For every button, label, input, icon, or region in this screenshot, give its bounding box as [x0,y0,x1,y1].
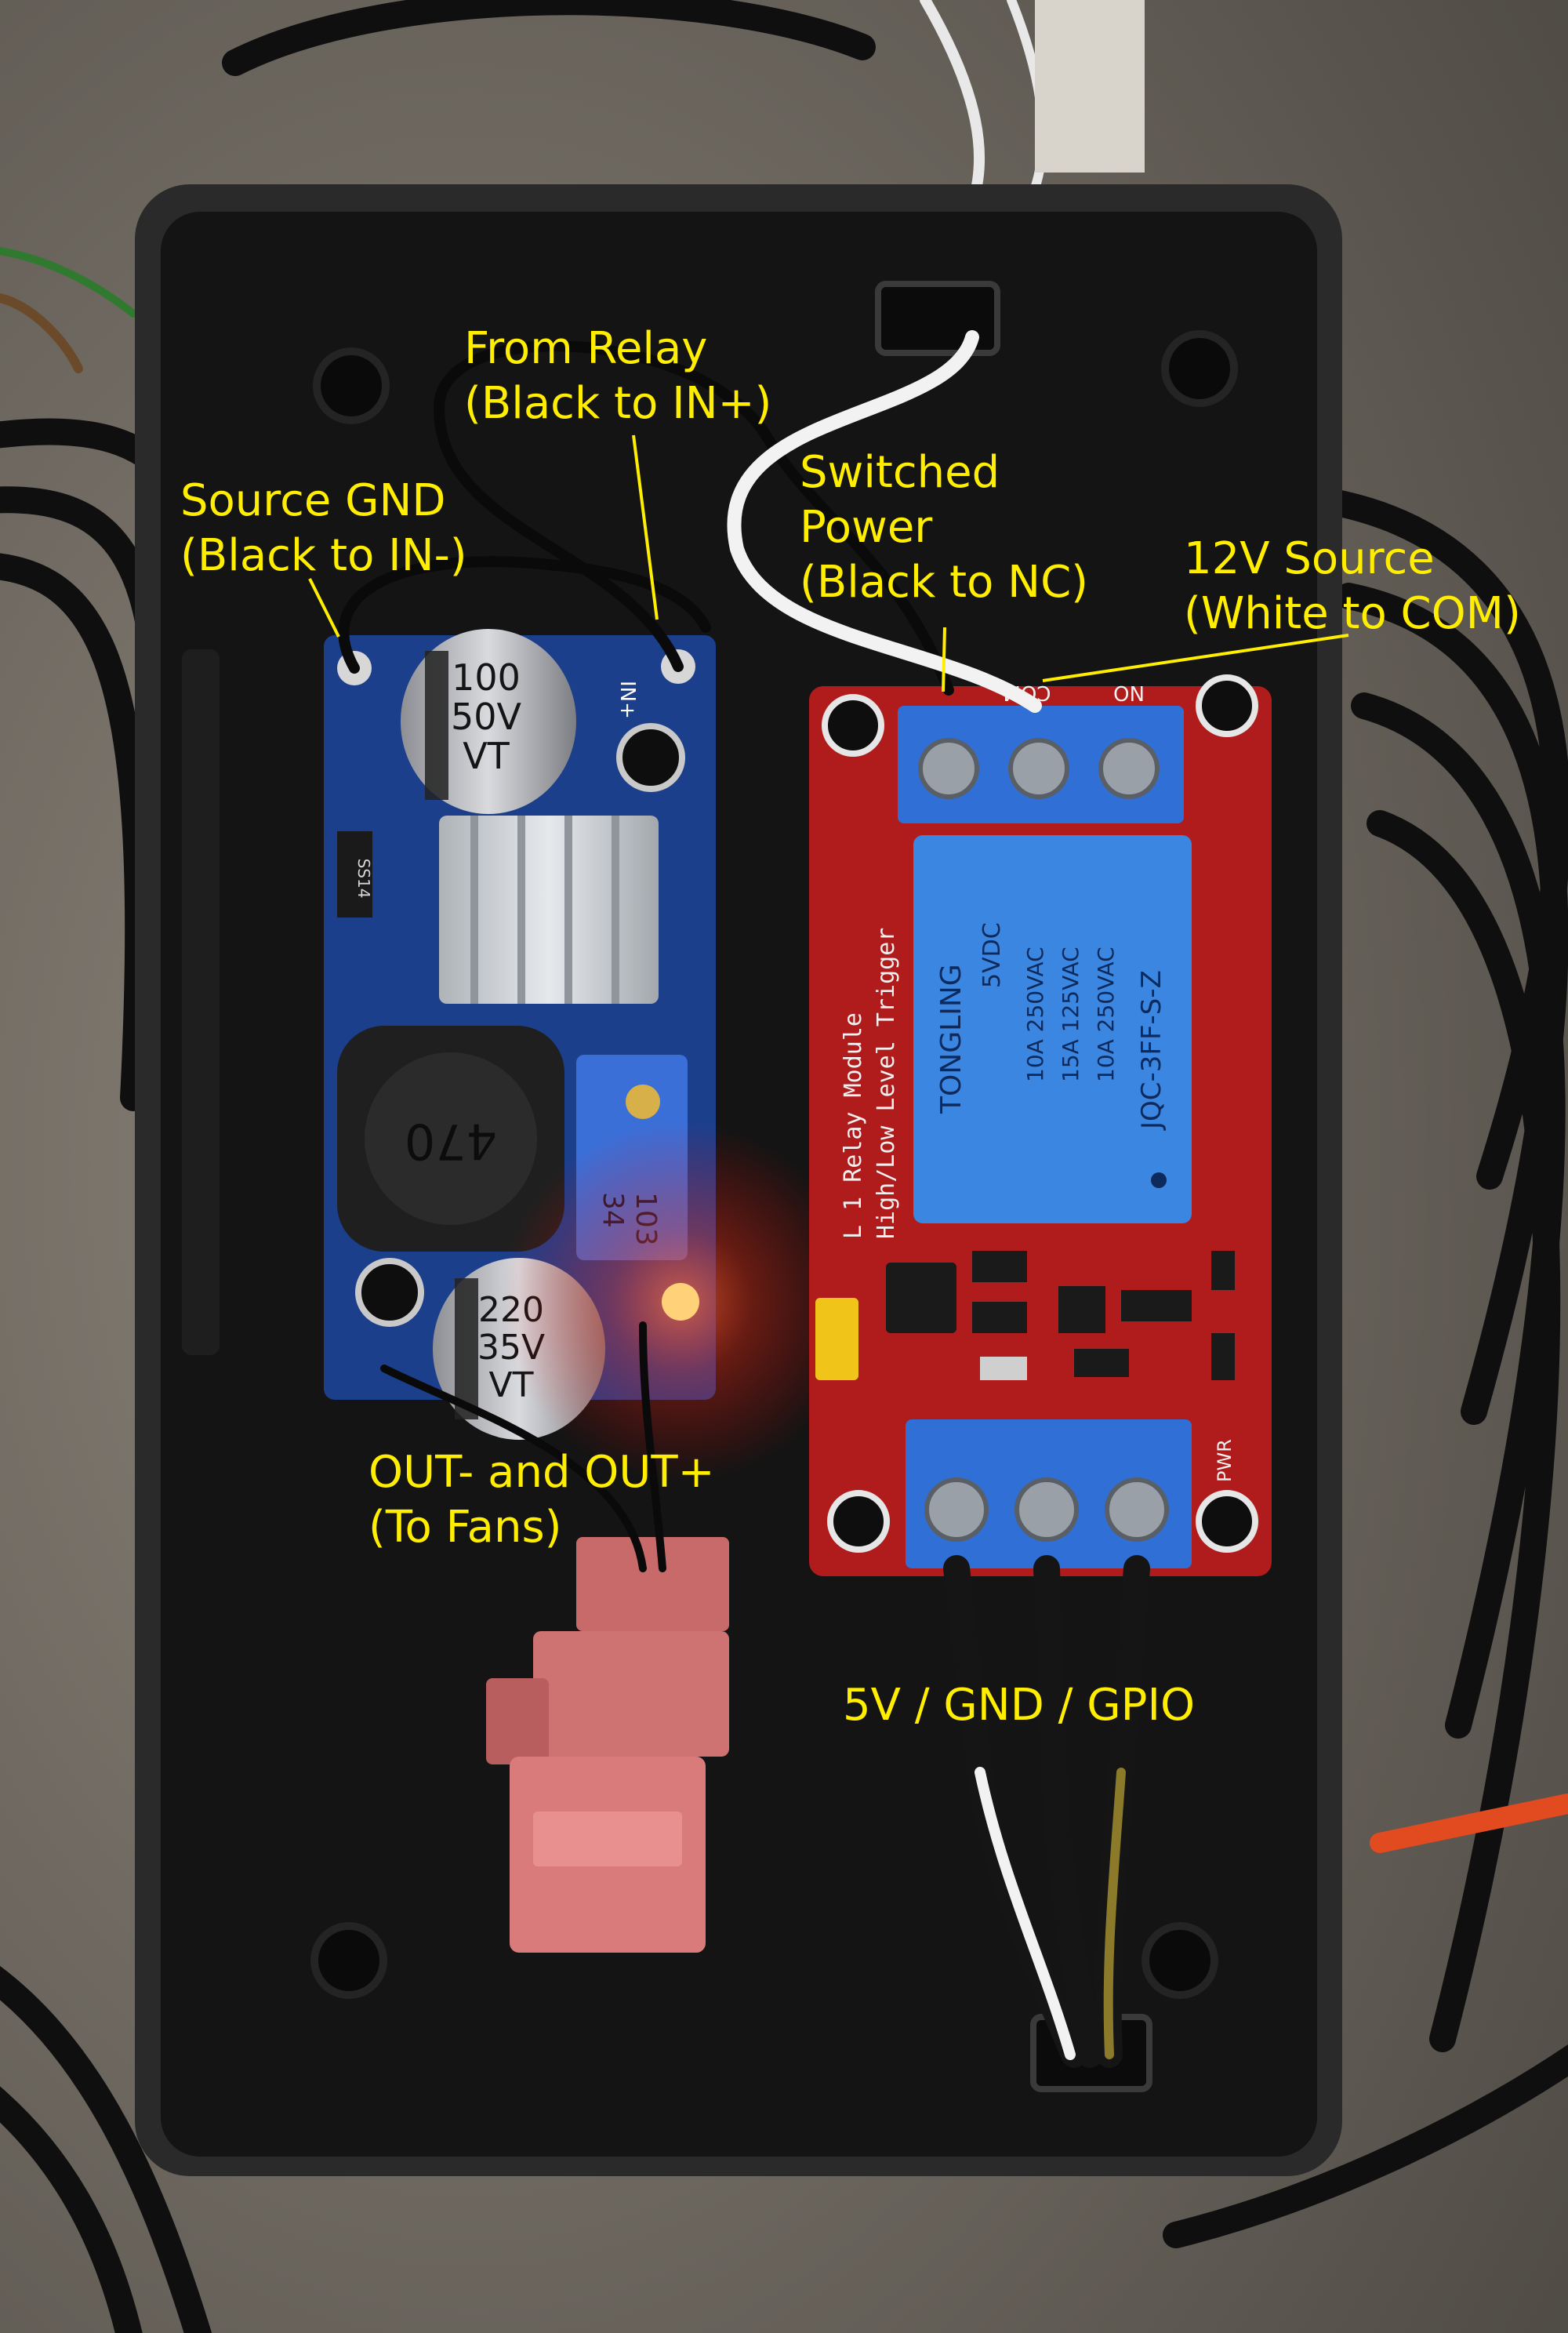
wire-fan-1 [380,1365,647,1572]
relay-brand: TONGLING [935,964,967,1114]
wire-control-gnd [1033,1555,1103,2068]
converter-mount-hole-top [616,723,685,792]
pwr-label: PWR [1214,1439,1236,1482]
wire-source-gnd [338,556,711,674]
inductor: 470 [337,1026,564,1252]
converter-mount-hole-bottom [355,1258,424,1327]
relay-mount-hole-bl [827,1490,890,1553]
svg-text:470: 470 [405,1113,497,1170]
converter-in-plus-label: IN+ [615,681,639,719]
relay-small-components [886,1251,1235,1380]
svg-text:SS14: SS14 [354,859,373,899]
enclosure-screw-posts [310,330,1238,1999]
module-title-line-1: L 1 Relay Module [840,1012,867,1239]
input-capacitor: 100 50V VT [401,629,576,814]
relay-mount-hole-tl [822,694,884,757]
converter-led [662,1283,699,1321]
top-cable-gland [875,281,1000,356]
relay-rating-1: 10A 250VAC [1022,947,1048,1082]
relay-model: JQC-3FF-S-Z [1136,970,1167,1131]
leader-lines [308,434,1349,692]
annotation-control-pins: 5V / GND / GPIO [843,1680,1196,1731]
relay-voltage: 5VDC [978,922,1006,988]
terminal-no-label: NO [1113,681,1145,704]
annotation-out-to-fans: OUT- and OUT+ (To Fans) [368,1447,715,1553]
diode: SS14 [337,831,373,918]
relay-body: TONGLING 5VDC 10A 250VAC 15A 125VAC 10A … [913,835,1192,1223]
annotation-switched-power: Switched Power (Black to NC) [800,447,1089,608]
relay-jumper [815,1298,858,1380]
annotation-source-gnd: Source GND (Black to IN-) [180,475,467,581]
buck-converter-board: IN+ 100 50V VT SS14 470 [324,629,861,1482]
wire-fan-2 [639,1321,666,1572]
relay-mount-hole-br [1196,1490,1258,1553]
svg-text:VT: VT [463,735,510,777]
annotation-from-relay: From Relay (Black to IN+) [464,323,772,429]
relay-mount-hole-tr [1196,674,1258,737]
module-title-line-2: High/Low Level Trigger [873,928,900,1239]
fan-connector [486,1537,729,1953]
relay-module-board: COM NO TONGLING 5VDC 10A 250VAC 15A 125V… [809,674,1272,1576]
wire-from-relay [433,340,954,696]
relay-input-terminal [906,1419,1192,1568]
relay-rating-2: 15A 125VAC [1058,947,1083,1082]
wire-12v-source [727,330,1042,713]
relay-rating-3: 10A 250VAC [1093,947,1119,1082]
annotation-12v-source: 12V Source (White to COM) [1184,533,1521,639]
svg-text:100: 100 [452,656,521,699]
enclosure-side-slot [182,649,220,1355]
heatsink [439,816,659,1004]
internal-wires [338,330,1150,2068]
svg-text:50V: 50V [451,696,522,738]
background-box [1035,0,1145,173]
